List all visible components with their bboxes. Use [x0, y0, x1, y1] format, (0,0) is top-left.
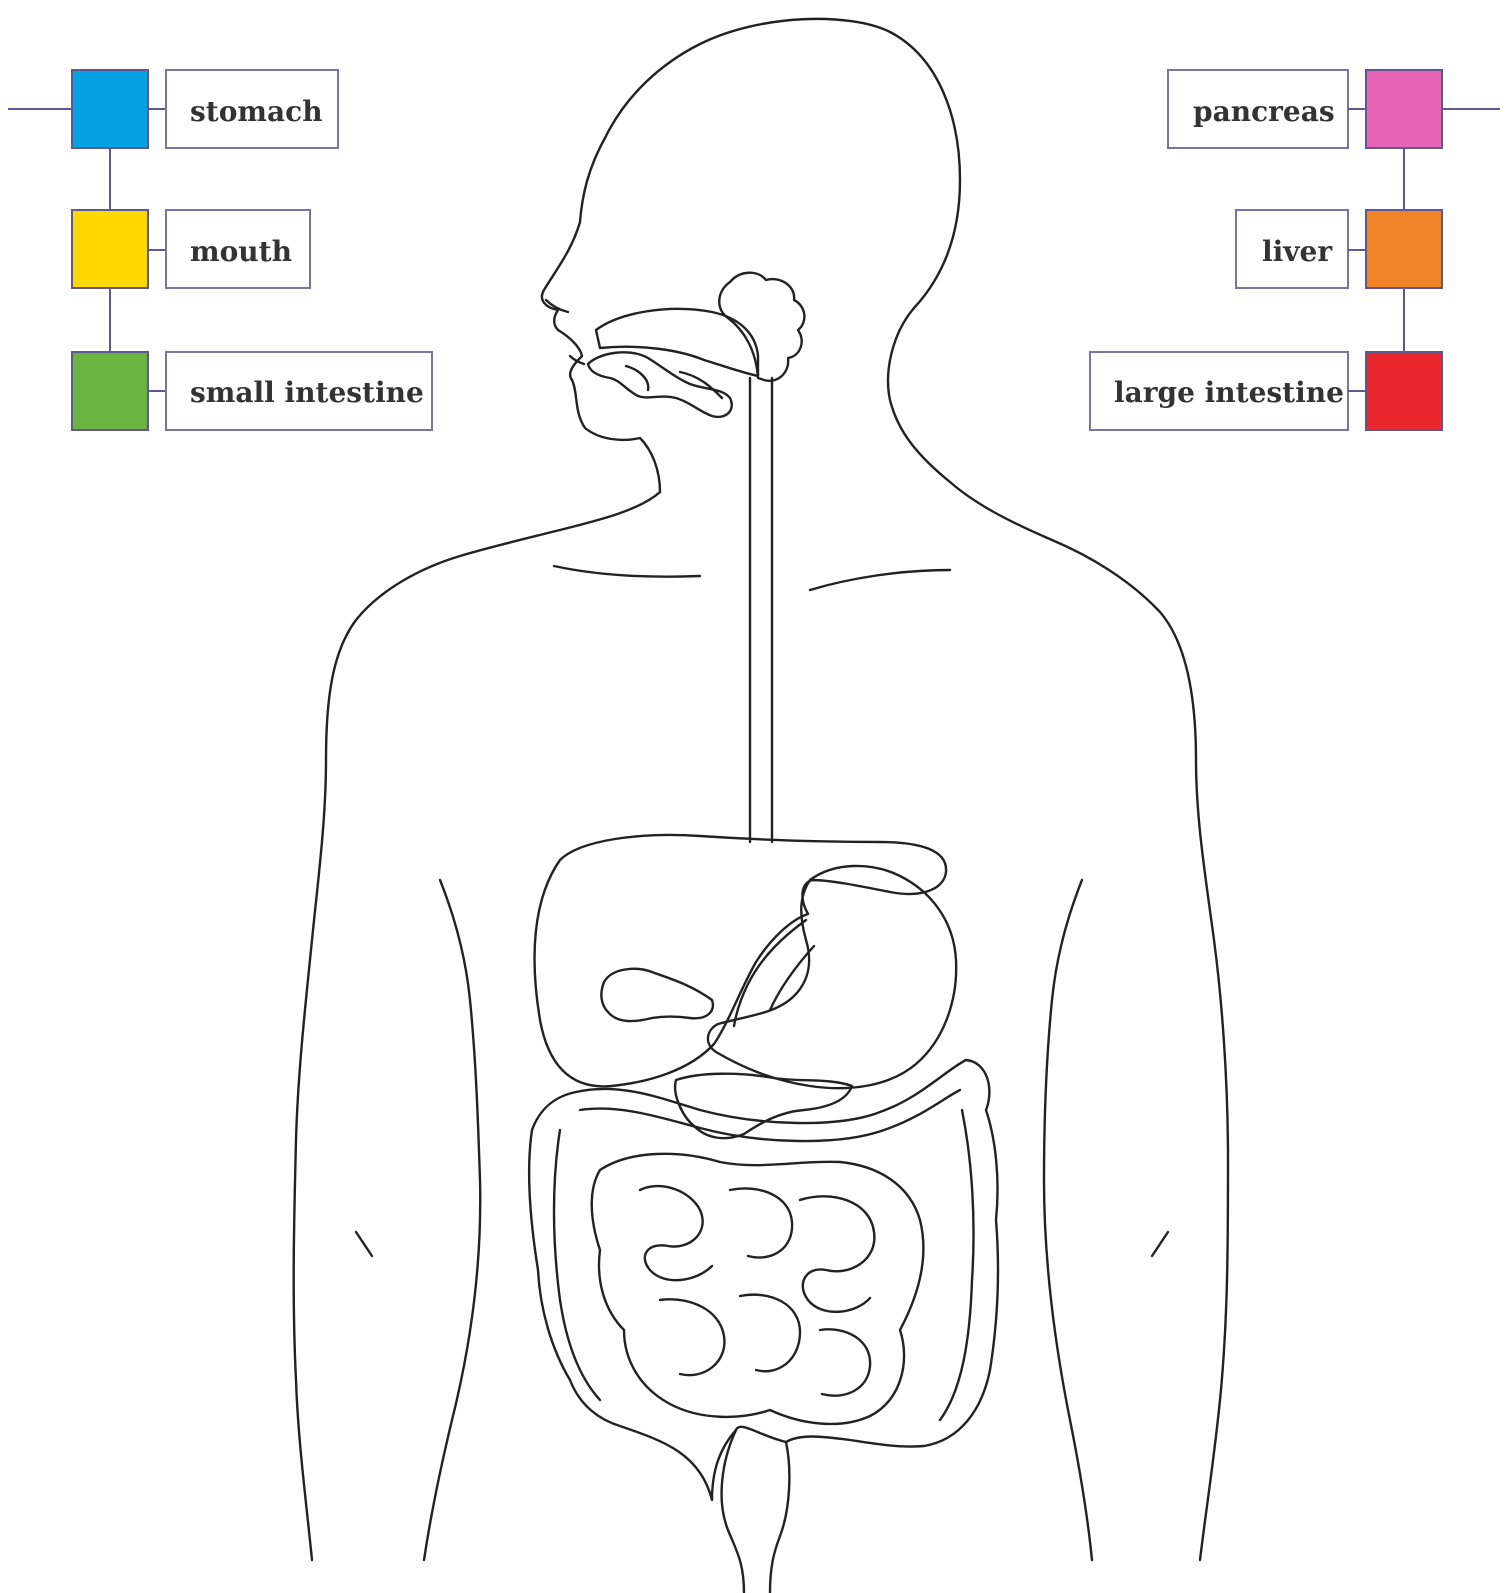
- small-intestine-organ: [592, 1154, 924, 1424]
- small-intestine-color-swatch[interactable]: [72, 352, 148, 430]
- small-intestine-coils: [640, 1186, 874, 1396]
- left-collarbone: [554, 566, 700, 577]
- mouth-color-swatch[interactable]: [72, 210, 148, 288]
- right-waist-mark: [1152, 1232, 1168, 1256]
- stomach-color-swatch[interactable]: [72, 70, 148, 148]
- large-intestine-color-swatch[interactable]: [1366, 352, 1442, 430]
- liver-color-swatch[interactable]: [1366, 210, 1442, 288]
- esophagus: [750, 378, 772, 842]
- digestive-organs: [529, 273, 998, 1593]
- body-outline: [294, 19, 1228, 1560]
- liver-label: liver: [1262, 235, 1333, 268]
- mouth-label: mouth: [190, 235, 292, 268]
- head-outline: [542, 19, 1052, 540]
- right-collarbone: [810, 570, 950, 590]
- stomach-label: stomach: [190, 95, 323, 128]
- left-body-outline: [294, 492, 660, 1560]
- pancreas-label: pancreas: [1193, 95, 1335, 128]
- left-waist-mark: [356, 1232, 372, 1256]
- right-inner-arm: [1044, 880, 1092, 1560]
- gallbladder: [601, 969, 713, 1021]
- oral-cavity: [596, 309, 758, 376]
- liver-organ: [535, 835, 947, 1086]
- left-inner-arm: [424, 880, 480, 1560]
- large-intestine-label: large intestine: [1114, 376, 1344, 409]
- rectum: [722, 1430, 790, 1593]
- pancreas-color-swatch[interactable]: [1366, 70, 1442, 148]
- lips-outline: [546, 300, 584, 364]
- left-label-key: stomach mouth small intestine: [8, 70, 432, 430]
- tongue-fold: [626, 366, 722, 398]
- stomach-organ: [708, 866, 956, 1088]
- salivary-gland: [719, 273, 804, 381]
- small-intestine-label: small intestine: [190, 376, 424, 409]
- right-label-key: pancreas liver large intestine: [1090, 70, 1500, 430]
- right-body-outline: [1052, 540, 1228, 1560]
